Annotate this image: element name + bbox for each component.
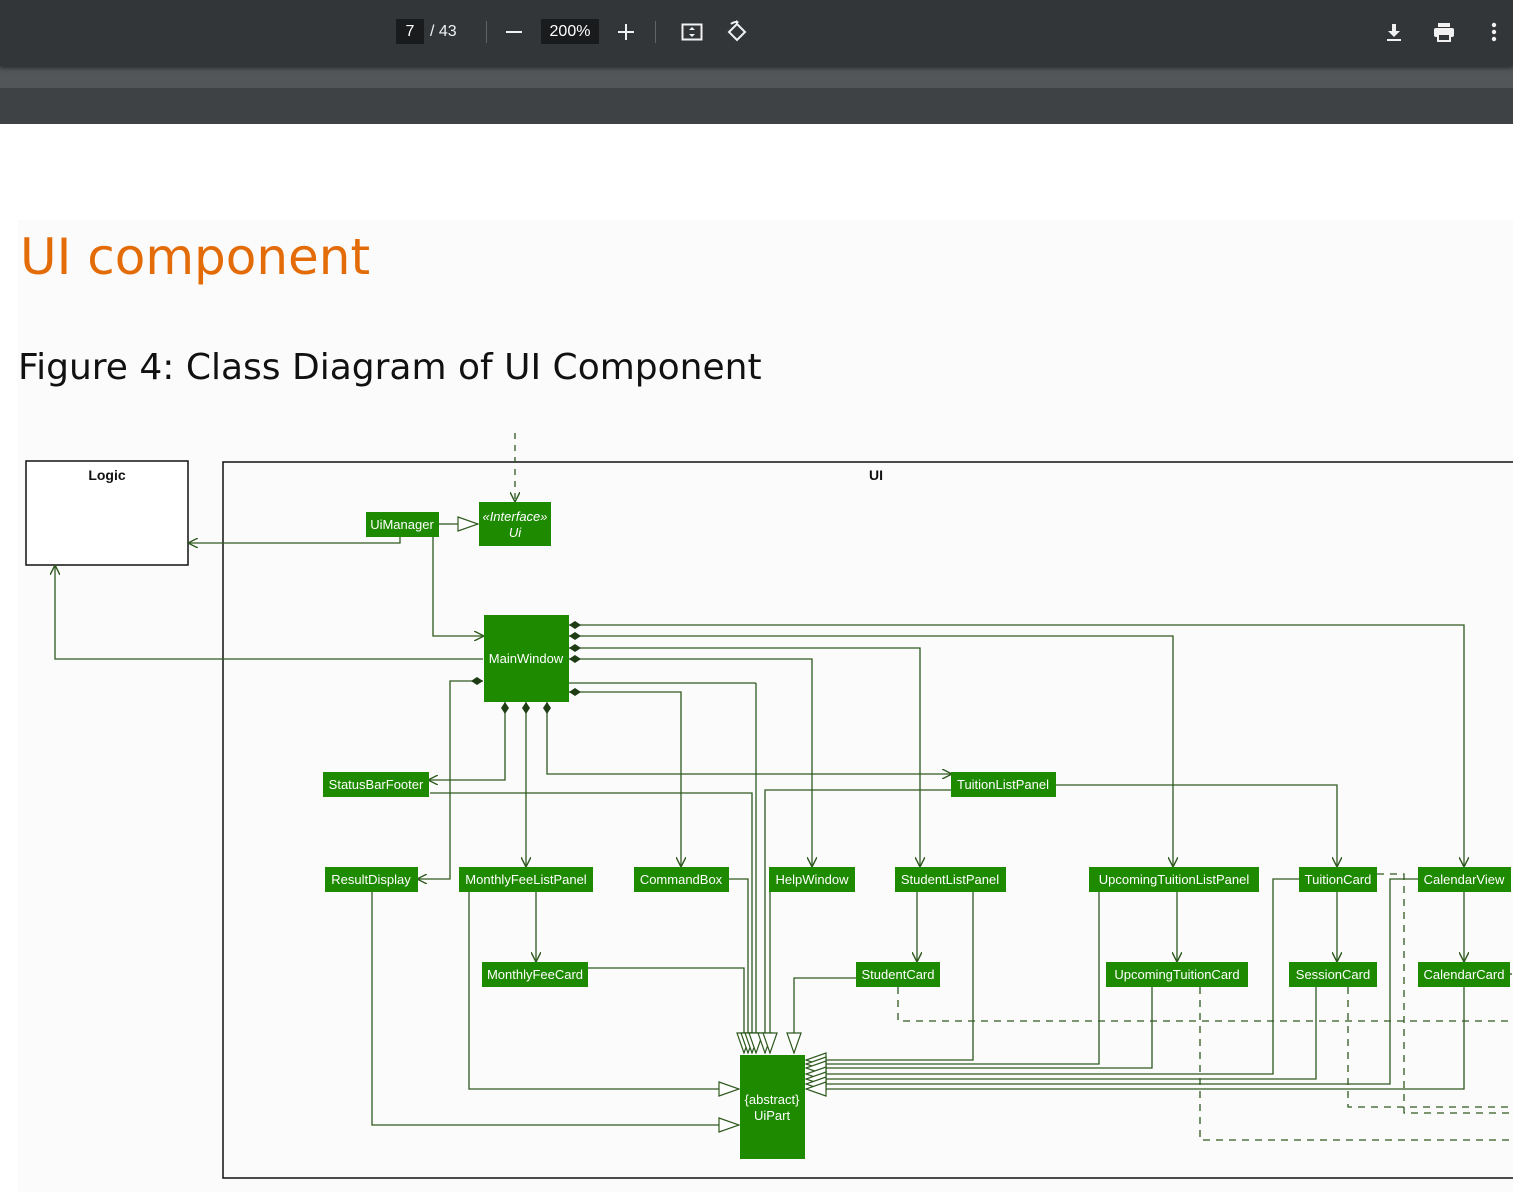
class-calendar-view: CalendarView xyxy=(1418,867,1511,892)
toolbar-divider xyxy=(655,21,656,43)
logic-package-label: Logic xyxy=(88,467,126,483)
viewer-background xyxy=(0,66,1513,88)
class-upcoming-tuition-list-panel: UpcomingTuitionListPanel xyxy=(1089,867,1259,892)
fit-to-page-button[interactable] xyxy=(677,17,707,47)
class-ui-part: {abstract} UiPart xyxy=(740,1055,805,1159)
rotate-button[interactable] xyxy=(722,17,752,47)
class-status-bar-footer: StatusBarFooter xyxy=(323,772,429,797)
class-command-box-label: CommandBox xyxy=(640,872,723,887)
diagram-connectors xyxy=(55,433,1513,1141)
class-session-card: SessionCard xyxy=(1289,962,1377,987)
class-monthly-fee-card: MonthlyFeeCard xyxy=(482,962,588,987)
class-result-display-label: ResultDisplay xyxy=(331,872,411,887)
class-monthly-fee-card-label: MonthlyFeeCard xyxy=(487,967,583,982)
more-actions-button[interactable] xyxy=(1479,17,1509,47)
page-number-input[interactable]: 7 xyxy=(396,19,424,44)
class-monthly-fee-list-panel-label: MonthlyFeeListPanel xyxy=(465,872,587,887)
ui-package xyxy=(222,461,1513,1179)
class-command-box: CommandBox xyxy=(634,867,729,892)
class-help-window-label: HelpWindow xyxy=(776,872,850,887)
abstract-name: UiPart xyxy=(754,1108,791,1123)
class-ui-manager-label: UiManager xyxy=(370,517,434,532)
section-heading: UI component xyxy=(20,228,371,286)
class-tuition-list-panel-label: TuitionListPanel xyxy=(957,777,1049,792)
ui-class-diagram: Logic UI xyxy=(18,400,1513,1192)
class-main-window: MainWindow xyxy=(484,615,569,702)
download-button[interactable] xyxy=(1379,17,1409,47)
class-upcoming-tuition-card-label: UpcomingTuitionCard xyxy=(1114,967,1239,982)
class-session-card-label: SessionCard xyxy=(1296,967,1370,982)
minus-icon xyxy=(506,31,522,33)
class-upcoming-tuition-card: UpcomingTuitionCard xyxy=(1106,962,1248,987)
class-calendar-view-label: CalendarView xyxy=(1424,872,1505,887)
class-status-bar-footer-label: StatusBarFooter xyxy=(329,777,424,792)
class-tuition-list-panel: TuitionListPanel xyxy=(951,772,1056,797)
zoom-in-button[interactable] xyxy=(611,17,641,47)
class-help-window: HelpWindow xyxy=(769,867,855,892)
interface-ui: «Interface» Ui xyxy=(479,502,551,546)
print-button[interactable] xyxy=(1429,17,1459,47)
previous-page-edge xyxy=(0,88,1513,124)
interface-stereotype: «Interface» xyxy=(482,509,547,524)
more-vertical-icon xyxy=(1491,22,1497,42)
class-student-list-panel-label: StudentListPanel xyxy=(901,872,999,887)
plus-icon xyxy=(618,24,634,40)
class-tuition-card-label: TuitionCard xyxy=(1305,872,1372,887)
fit-to-page-icon xyxy=(681,23,703,41)
class-student-card: StudentCard xyxy=(856,962,940,987)
class-calendar-card-label: CalendarCard xyxy=(1424,967,1505,982)
class-ui-manager: UiManager xyxy=(366,512,439,537)
class-upcoming-tuition-list-panel-label: UpcomingTuitionListPanel xyxy=(1099,872,1250,887)
class-result-display: ResultDisplay xyxy=(325,867,418,892)
interface-name: Ui xyxy=(509,525,522,540)
class-student-card-label: StudentCard xyxy=(862,967,935,982)
class-calendar-card: CalendarCard xyxy=(1418,962,1510,987)
class-tuition-card: TuitionCard xyxy=(1299,867,1377,892)
toolbar-divider xyxy=(486,21,487,43)
zoom-out-button[interactable] xyxy=(499,17,529,47)
pdf-toolbar: 7 / 43 200% xyxy=(0,0,1513,66)
print-icon xyxy=(1434,23,1454,42)
abstract-stereotype: {abstract} xyxy=(745,1092,801,1107)
class-main-window-label: MainWindow xyxy=(489,651,564,666)
download-icon xyxy=(1387,24,1401,41)
class-student-list-panel: StudentListPanel xyxy=(895,867,1006,892)
class-monthly-fee-list-panel: MonthlyFeeListPanel xyxy=(459,867,593,892)
figure-caption: Figure 4: Class Diagram of UI Component xyxy=(18,347,762,388)
logic-package xyxy=(25,460,189,566)
page-total: / 43 xyxy=(430,23,457,40)
zoom-level-input[interactable]: 200% xyxy=(541,19,599,44)
rotate-icon xyxy=(727,20,747,42)
ui-package-label: UI xyxy=(869,467,883,483)
